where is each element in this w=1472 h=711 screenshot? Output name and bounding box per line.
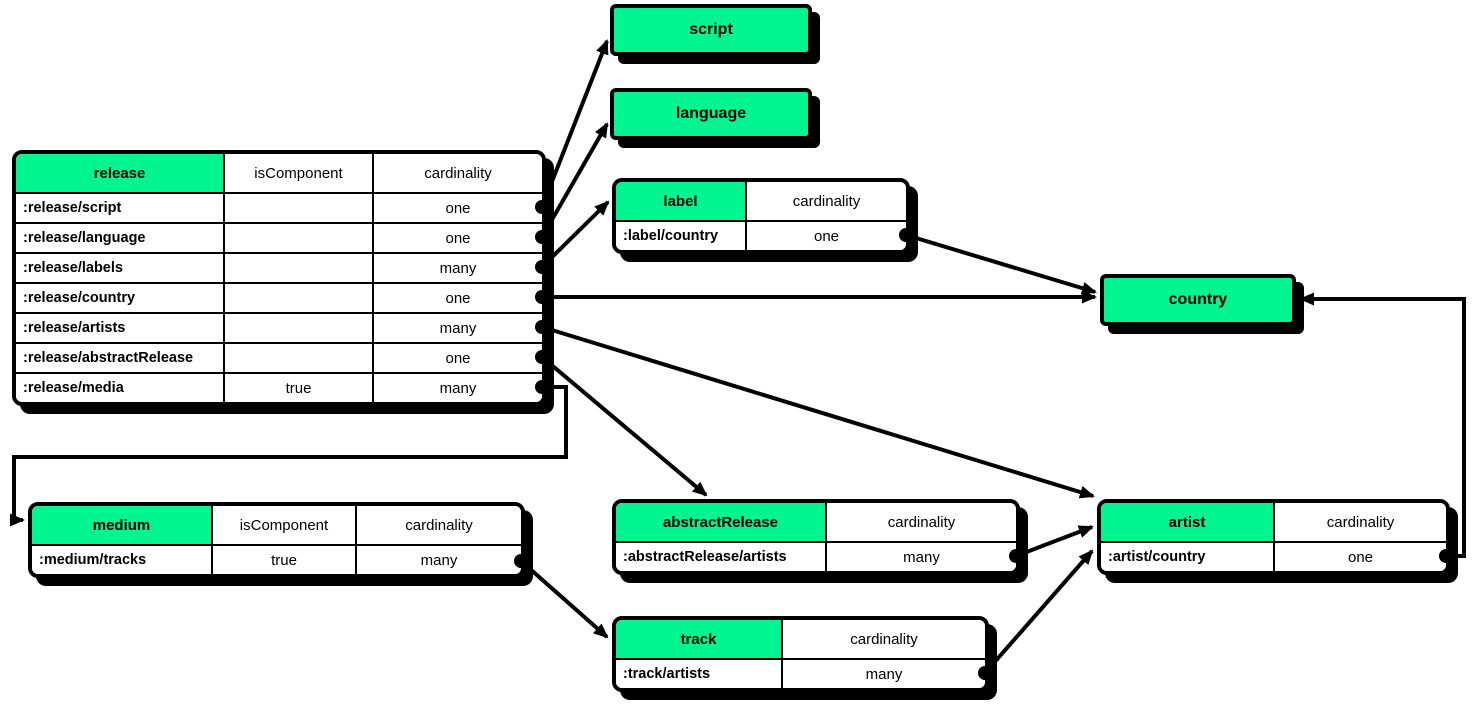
table-row: :abstractRelease/artists many (616, 541, 1016, 571)
edge-abstractrelease-artists (1015, 525, 1094, 558)
edge-release-artists (541, 325, 1095, 499)
table-label: label cardinality :label/country one (612, 178, 910, 254)
iscomponent-value: true (211, 546, 355, 574)
cardinality-value: many (355, 546, 521, 574)
iscomponent-value (223, 314, 372, 342)
cardinality-value: many (825, 543, 1016, 571)
table-row: :release/media true many (16, 372, 542, 402)
table-release: release isComponent cardinality :release… (12, 150, 546, 406)
attribute-name: :release/language (23, 230, 146, 246)
entity-title-release: release (16, 154, 223, 192)
cardinality-value: one (372, 194, 542, 222)
table-row: :release/country one (16, 282, 542, 312)
iscomponent-value (223, 284, 372, 312)
edge-release-abstractrelease (540, 355, 708, 497)
cardinality-value: many (372, 254, 542, 282)
column-header-iscomponent: isComponent (223, 154, 372, 192)
cardinality-value: one (745, 222, 906, 250)
table-track: track cardinality :track/artists many (612, 616, 989, 692)
cardinality-value: many (372, 374, 542, 402)
table-label-header: label cardinality (616, 182, 906, 220)
table-row: :track/artists many (616, 658, 985, 688)
attribute-name: :release/abstractRelease (23, 350, 194, 366)
entity-title-label: label (616, 182, 745, 220)
attribute-name: :track/artists (623, 666, 711, 682)
column-header-cardinality: cardinality (1273, 503, 1446, 541)
attribute-name: :medium/tracks (39, 552, 147, 568)
iscomponent-value (223, 254, 372, 282)
attribute-name: :release/media (23, 380, 124, 396)
iscomponent-value (223, 344, 372, 372)
edge-release-labels (540, 200, 610, 269)
edge-release-language (540, 122, 609, 238)
cardinality-value: one (372, 284, 542, 312)
table-artist: artist cardinality :artist/country one (1097, 499, 1450, 575)
table-row: :label/country one (616, 220, 906, 250)
table-medium: medium isComponent cardinality :medium/t… (28, 502, 525, 578)
table-abstractrelease-header: abstractRelease cardinality (616, 503, 1016, 541)
table-row: :release/labels many (16, 252, 542, 282)
attribute-name: :abstractRelease/artists (623, 549, 787, 565)
table-row: :artist/country one (1101, 541, 1446, 571)
entity-script: script (610, 4, 812, 56)
column-header-cardinality: cardinality (781, 620, 985, 658)
entity-language: language (610, 88, 812, 140)
cardinality-value: one (1273, 543, 1446, 571)
entity-country-label: country (1168, 291, 1228, 308)
column-header-cardinality: cardinality (745, 182, 906, 220)
attribute-name: :label/country (623, 228, 719, 244)
column-header-cardinality: cardinality (825, 503, 1016, 541)
table-row: :release/artists many (16, 312, 542, 342)
entity-language-label: language (675, 105, 747, 122)
iscomponent-value (223, 194, 372, 222)
attribute-name: :release/country (23, 290, 136, 306)
iscomponent-value: true (223, 374, 372, 402)
edge-release-script (540, 39, 609, 208)
attribute-name: :release/script (23, 200, 122, 216)
cardinality-value: many (372, 314, 542, 342)
cardinality-value: one (372, 224, 542, 252)
column-header-cardinality: cardinality (372, 154, 542, 192)
edge-release-media (10, 385, 568, 527)
attribute-name: :release/labels (23, 260, 123, 276)
column-header-iscomponent: isComponent (211, 506, 355, 544)
entity-country: country (1100, 274, 1296, 326)
table-release-header: release isComponent cardinality (16, 154, 542, 192)
table-abstractrelease: abstractRelease cardinality :abstractRel… (612, 499, 1020, 575)
cardinality-value: one (372, 344, 542, 372)
table-row: :release/abstractRelease one (16, 342, 542, 372)
cardinality-value: many (781, 660, 985, 688)
edge-label-country (905, 233, 1097, 295)
entity-title-track: track (616, 620, 781, 658)
table-row: :release/language one (16, 222, 542, 252)
entity-title-abstractrelease: abstractRelease (616, 503, 825, 541)
table-artist-header: artist cardinality (1101, 503, 1446, 541)
entity-script-label: script (689, 21, 733, 38)
table-medium-header: medium isComponent cardinality (32, 506, 521, 544)
edge-medium-tracks (519, 559, 609, 639)
attribute-name: :release/artists (23, 320, 126, 336)
iscomponent-value (223, 224, 372, 252)
entity-title-artist: artist (1101, 503, 1273, 541)
attribute-name: :artist/country (1108, 549, 1206, 565)
column-header-cardinality: cardinality (355, 506, 521, 544)
table-row: :release/script one (16, 192, 542, 222)
table-row: :medium/tracks true many (32, 544, 521, 574)
entity-title-medium: medium (32, 506, 211, 544)
table-track-header: track cardinality (616, 620, 985, 658)
